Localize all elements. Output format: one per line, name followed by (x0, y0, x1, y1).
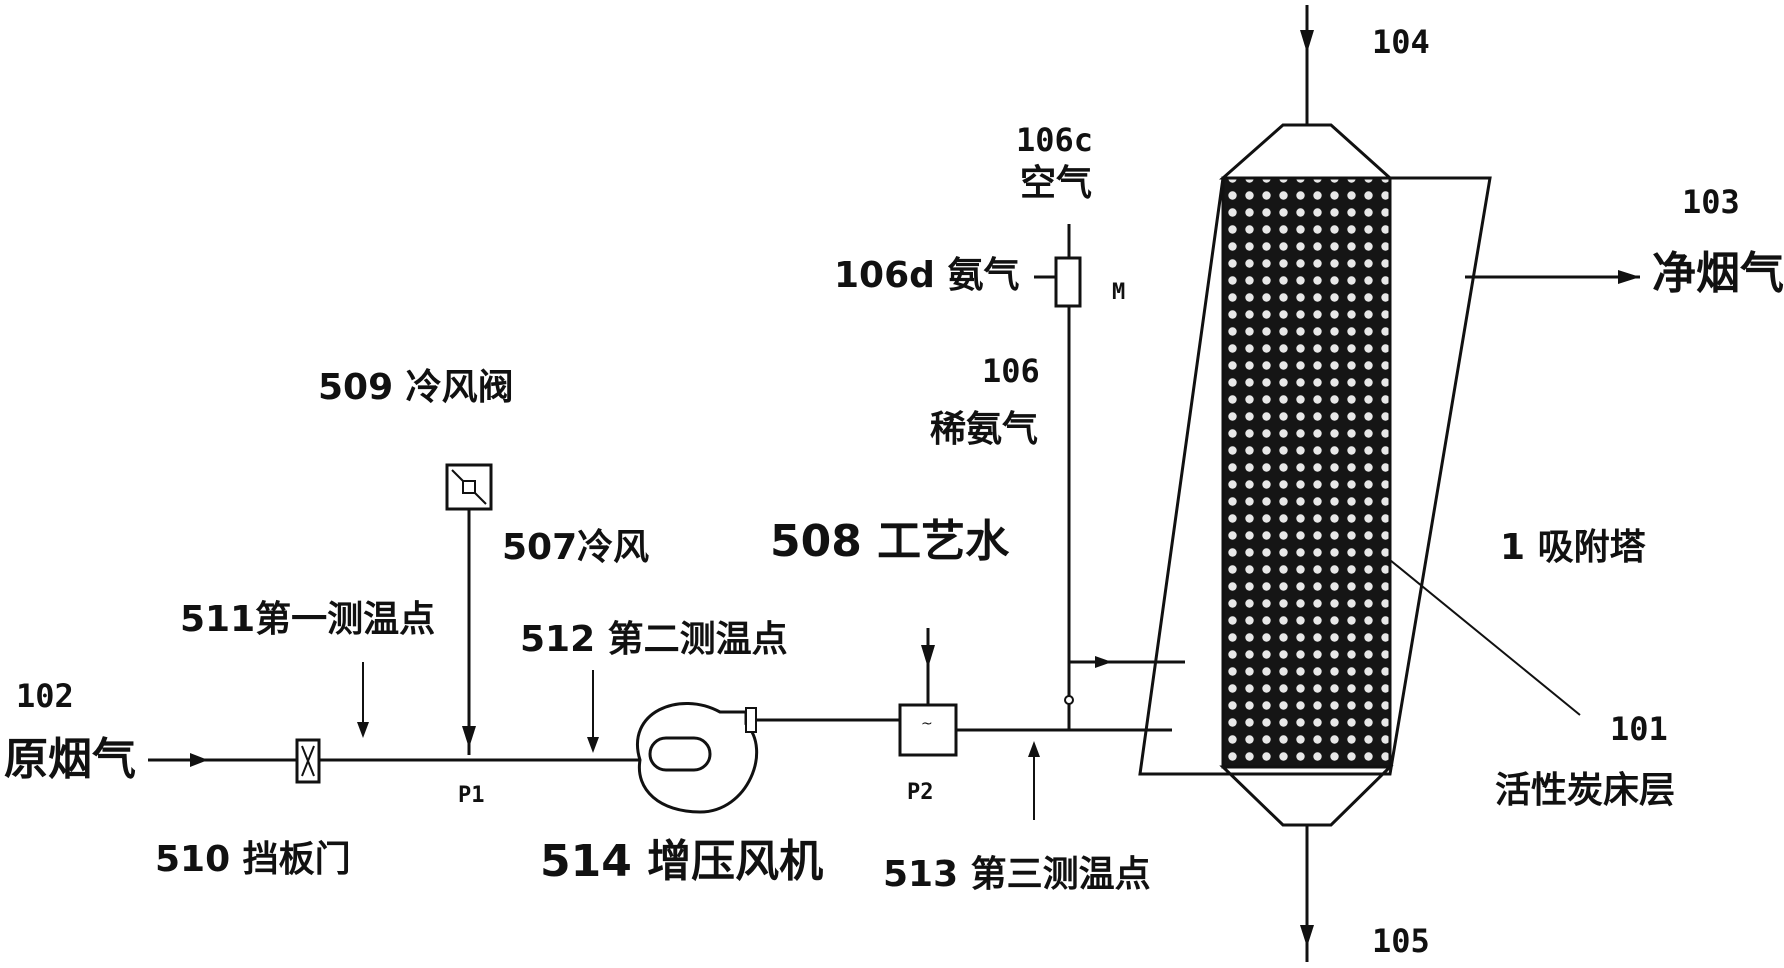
booster-fan-label: 514 增压风机 (540, 836, 824, 887)
bottom-outlet-arrow (1300, 925, 1314, 947)
cold-air-arrow (462, 726, 476, 748)
top-outlet-arrow (1300, 30, 1314, 53)
cold-air-label: 507冷风 (502, 527, 650, 568)
ammonia-branch-arrow (1095, 656, 1112, 668)
clean-gas-arrow (1618, 270, 1640, 284)
cold-valve-label: 509 冷风阀 (318, 367, 514, 408)
mixer-m-label: M (1112, 280, 1126, 305)
tower-top-cone (1219, 123, 1394, 180)
bottom-outlet-number: 105 (1372, 922, 1430, 960)
second-temp-label: 512 第二测温点 (520, 619, 788, 660)
ammonia-valve-icon (1064, 695, 1074, 705)
tower-label: 1 吸附塔 (1500, 527, 1646, 568)
p2-label: P2 (907, 780, 934, 805)
dilute-ammonia-label: 稀氨气 (930, 409, 1039, 450)
second-temp-arrow (587, 670, 599, 753)
dilute-ammonia-number: 106 (982, 352, 1040, 390)
raw-gas-number: 102 (16, 677, 74, 715)
damper-icon (295, 738, 321, 784)
clean-gas-label: 净烟气 (1652, 248, 1784, 299)
gas-housing-outline (1138, 176, 1492, 776)
process-water-arrow (921, 645, 935, 668)
p1-label: P1 (458, 783, 485, 808)
ammonia-mixer-m (1054, 256, 1082, 308)
tower-bottom-cone (1219, 765, 1394, 827)
cold-air-valve-icon (445, 463, 493, 511)
damper-label: 510 挡板门 (155, 839, 351, 880)
third-temp-label: 513 第三测温点 (883, 854, 1151, 895)
first-temp-arrow (357, 662, 369, 738)
clean-gas-number: 103 (1682, 183, 1740, 221)
first-temp-label: 511第一测温点 (180, 599, 436, 640)
bed-leader-line (1389, 559, 1581, 716)
top-outlet-number: 104 (1372, 23, 1430, 61)
booster-fan-icon (636, 702, 759, 814)
bed-label: 活性炭床层 (1495, 770, 1676, 811)
bed-number: 101 (1610, 710, 1668, 748)
air-number: 106c (1016, 121, 1094, 159)
ammonia-label: 106d 氨气 (834, 255, 1020, 296)
process-water-label: 508 工艺水 (770, 516, 1010, 567)
activated-carbon-bed (1221, 176, 1392, 769)
air-label: 空气 (1020, 163, 1093, 204)
third-temp-arrow (1028, 741, 1040, 820)
raw-gas-label: 原烟气 (4, 734, 136, 785)
raw-gas-inlet-arrow (190, 753, 208, 767)
svg-text:~: ~ (921, 716, 933, 732)
